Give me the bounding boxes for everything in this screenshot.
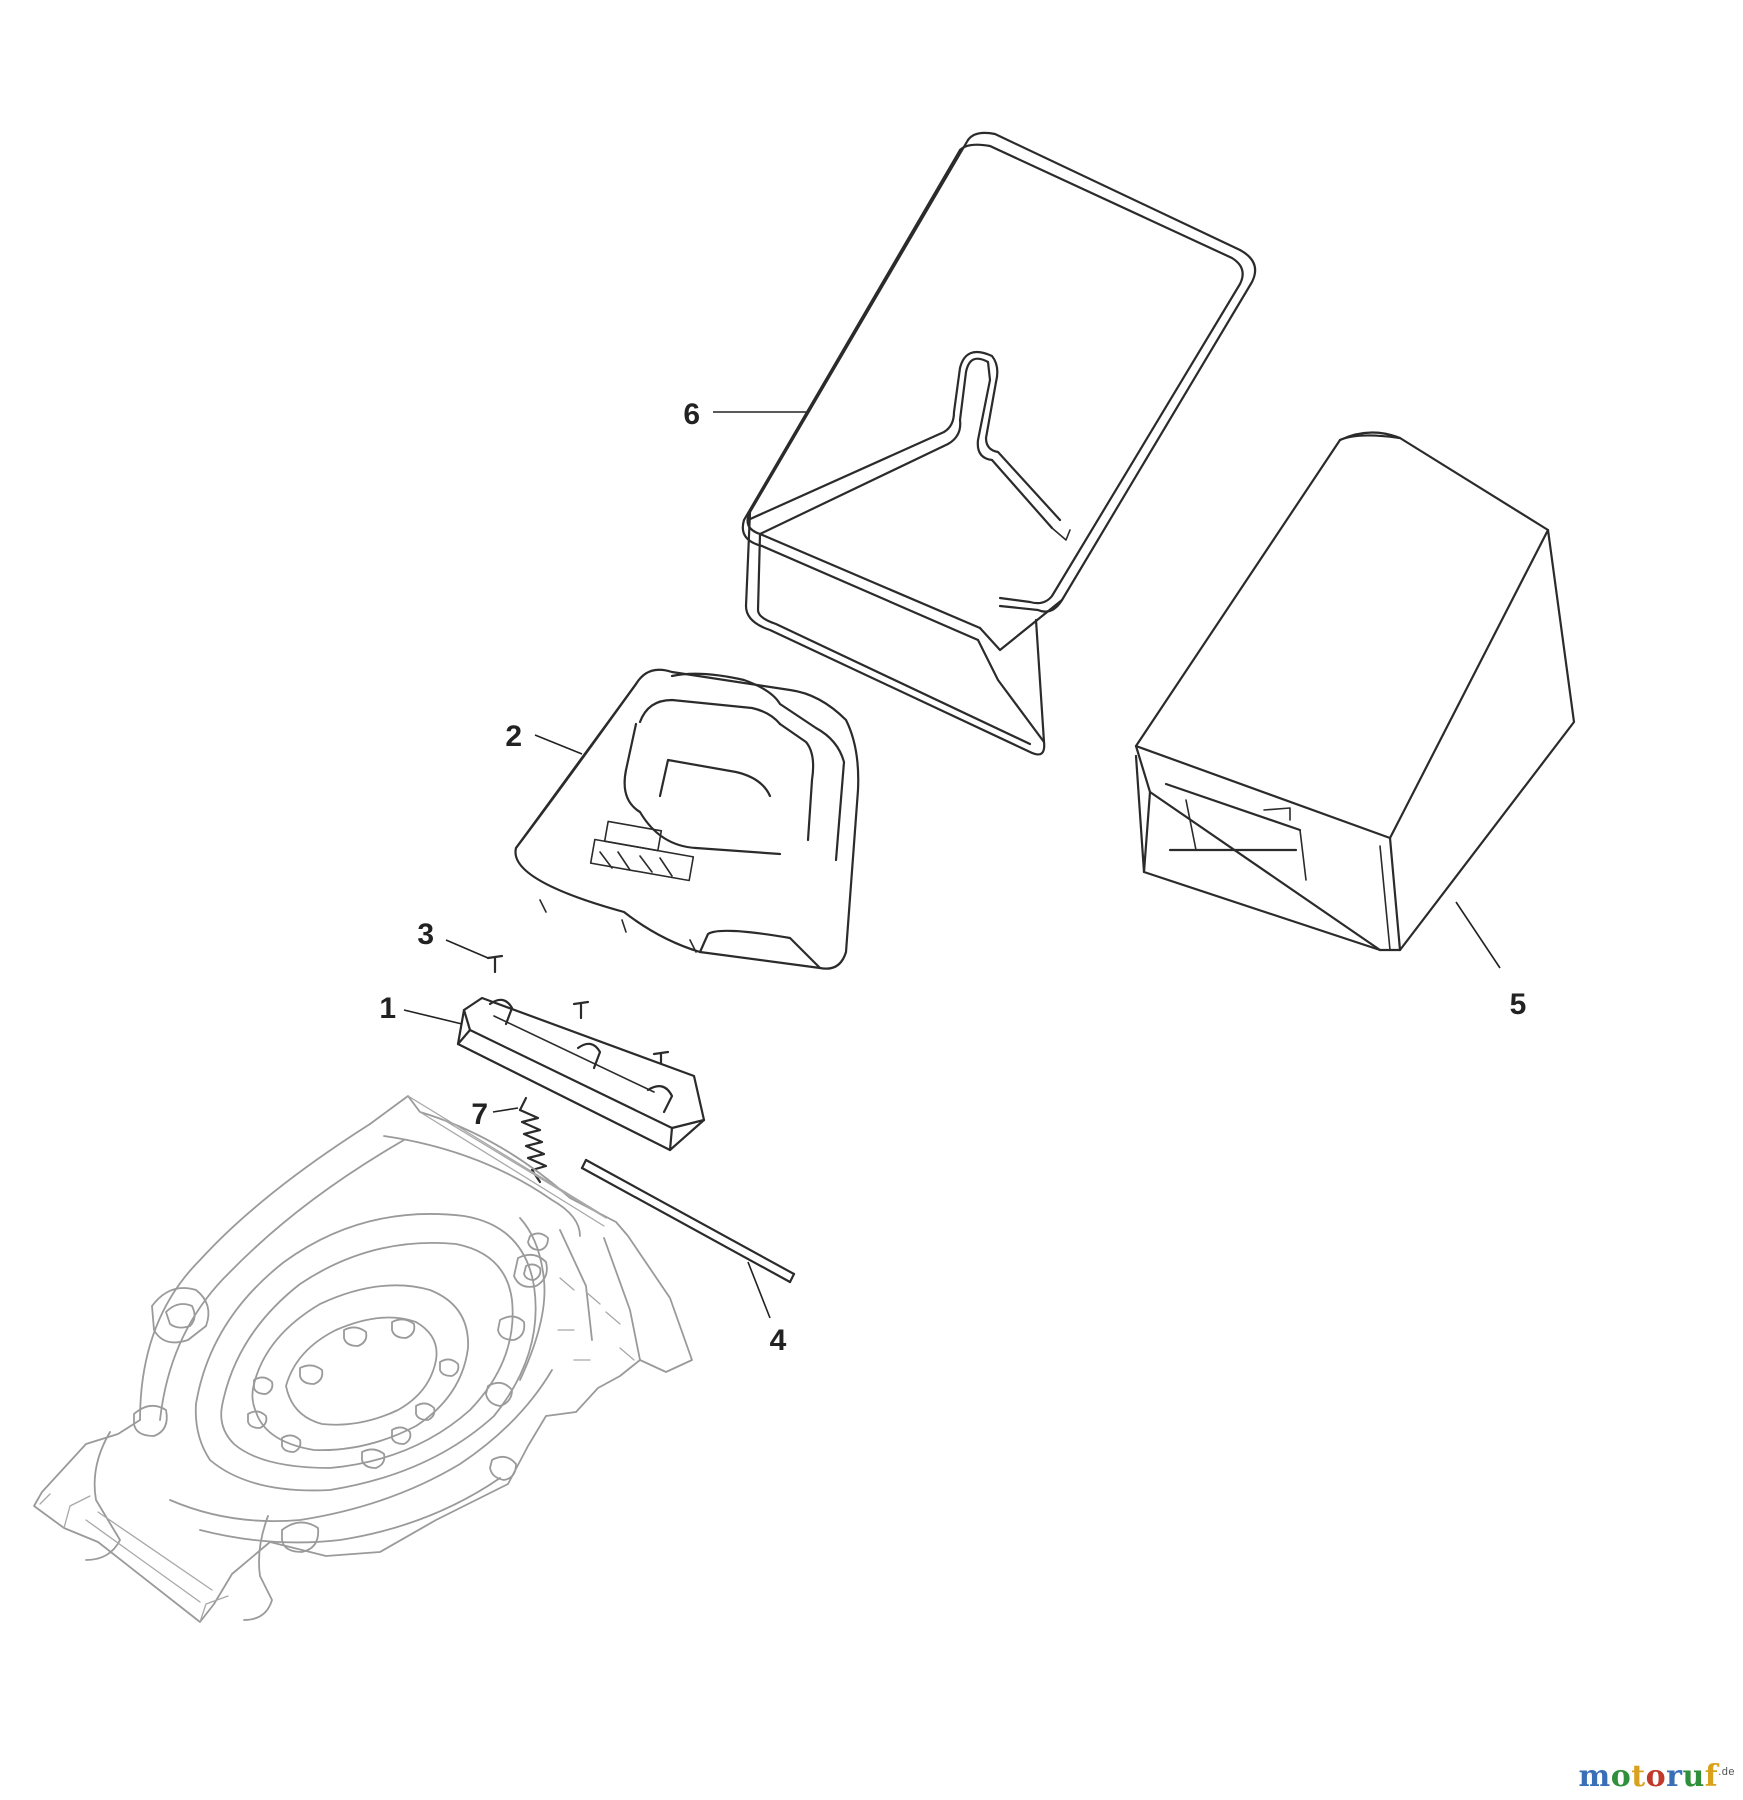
part-6-bag-frame	[741, 131, 1257, 756]
part-5-grass-bag	[1134, 431, 1576, 952]
leader-line-7	[492, 1107, 519, 1113]
callout-3: 3	[417, 918, 434, 951]
callout-2: 2	[505, 720, 522, 753]
leader-line-5	[1455, 901, 1501, 969]
leader-line-2	[534, 734, 583, 755]
callout-numbers: 6 2 3 1 7 4 5	[379, 398, 1526, 1357]
part-1-hinge-bracket	[456, 996, 706, 1152]
screw-icon	[572, 1000, 590, 1020]
watermark-letter: m	[1578, 1759, 1611, 1794]
watermark-letter: r	[1666, 1759, 1683, 1794]
part-4-hinge-rod	[580, 1158, 796, 1284]
leader-line-3	[445, 939, 489, 959]
callout-1: 1	[379, 992, 396, 1025]
callout-7: 7	[471, 1098, 488, 1131]
watermark-tld: .de	[1718, 1766, 1735, 1778]
mower-deck	[33, 1095, 693, 1623]
watermark-letters: motoruf	[1579, 1759, 1719, 1794]
callout-6: 6	[683, 398, 700, 431]
screw-icon	[486, 954, 504, 974]
watermark-logo: motoruf.de	[1579, 1759, 1735, 1794]
watermark-letter: o	[1610, 1759, 1632, 1794]
watermark-letter: o	[1645, 1759, 1667, 1794]
warning-decal	[589, 820, 695, 882]
watermark-letter: f	[1704, 1759, 1719, 1794]
callout-4: 4	[770, 1324, 787, 1357]
leader-line-4	[747, 1261, 771, 1319]
callout-5: 5	[1510, 988, 1527, 1021]
leader-lines	[403, 411, 1501, 1319]
leader-line-1	[403, 1009, 463, 1025]
part-2-rear-flap	[514, 668, 860, 970]
watermark-letter: u	[1682, 1759, 1705, 1794]
watermark-letter: t	[1631, 1759, 1646, 1794]
